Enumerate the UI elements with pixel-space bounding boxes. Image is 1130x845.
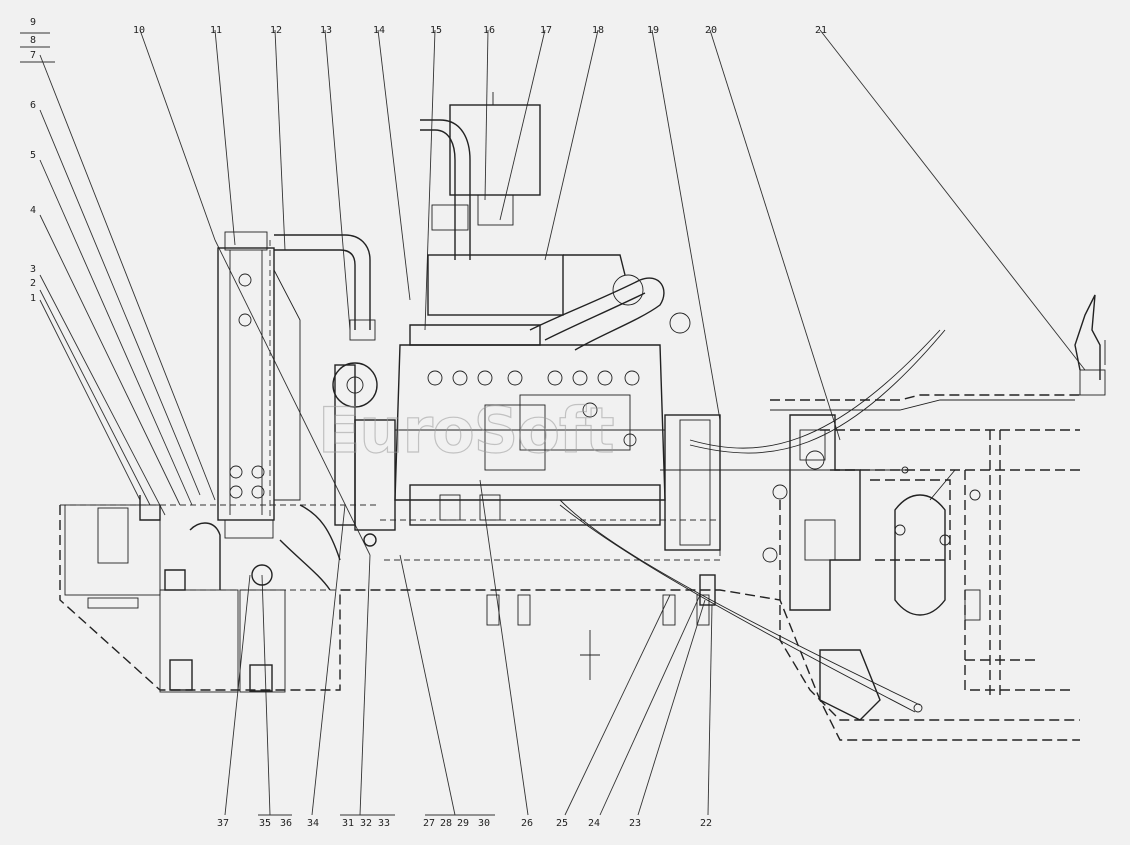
callout-33: 33 bbox=[378, 818, 390, 829]
callout-16: 16 bbox=[483, 25, 495, 36]
callout-15: 15 bbox=[430, 25, 442, 36]
callout-9: 9 bbox=[30, 17, 36, 28]
callout-3: 3 bbox=[30, 264, 36, 275]
callout-37: 37 bbox=[217, 818, 229, 829]
callout-13: 13 bbox=[320, 25, 332, 36]
callout-17: 17 bbox=[540, 25, 552, 36]
callout-2: 2 bbox=[30, 278, 36, 289]
radiator bbox=[217, 231, 301, 539]
callout-34: 34 bbox=[307, 818, 319, 829]
callout-28: 28 bbox=[440, 818, 452, 829]
callout-36: 36 bbox=[280, 818, 292, 829]
callout-11: 11 bbox=[210, 25, 222, 36]
callout-30: 30 bbox=[478, 818, 490, 829]
callout-25: 25 bbox=[556, 818, 568, 829]
callouts-bottom: 37 35 36 34 31 32 33 27 28 29 30 26 25 24 23 22 bbox=[217, 818, 712, 829]
callout-4: 4 bbox=[30, 205, 36, 216]
callout-23: 23 bbox=[629, 818, 641, 829]
leader-lines-top bbox=[20, 29, 1086, 556]
callout-19: 19 bbox=[647, 25, 659, 36]
air-filter bbox=[420, 92, 541, 260]
callout-31: 31 bbox=[342, 818, 354, 829]
callout-5: 5 bbox=[30, 150, 36, 161]
callout-7: 7 bbox=[30, 50, 36, 61]
callout-12: 12 bbox=[270, 25, 282, 36]
callout-20: 20 bbox=[705, 25, 717, 36]
callout-32: 32 bbox=[360, 818, 372, 829]
callout-24: 24 bbox=[588, 818, 600, 829]
leader-lines-bottom bbox=[224, 479, 713, 816]
callout-21: 21 bbox=[815, 25, 827, 36]
callout-8: 8 bbox=[30, 35, 36, 46]
gearbox bbox=[762, 414, 981, 721]
control-cables bbox=[559, 329, 1075, 713]
watermark: EuroSoft bbox=[318, 394, 614, 467]
callout-29: 29 bbox=[457, 818, 469, 829]
callout-35: 35 bbox=[259, 818, 271, 829]
callout-10: 10 bbox=[133, 25, 145, 36]
hand-lever bbox=[1074, 294, 1106, 396]
callout-1: 1 bbox=[30, 293, 36, 304]
callout-22: 22 bbox=[700, 818, 712, 829]
intake-pipe bbox=[274, 234, 376, 341]
callout-26: 26 bbox=[521, 818, 533, 829]
callout-27: 27 bbox=[423, 818, 435, 829]
callout-14: 14 bbox=[373, 25, 385, 36]
callout-6: 6 bbox=[30, 100, 36, 111]
engine-block bbox=[279, 254, 691, 591]
callout-18: 18 bbox=[592, 25, 604, 36]
front-mount-section bbox=[64, 495, 286, 693]
exhaust-ports bbox=[427, 370, 640, 386]
bell-housing bbox=[486, 414, 721, 680]
